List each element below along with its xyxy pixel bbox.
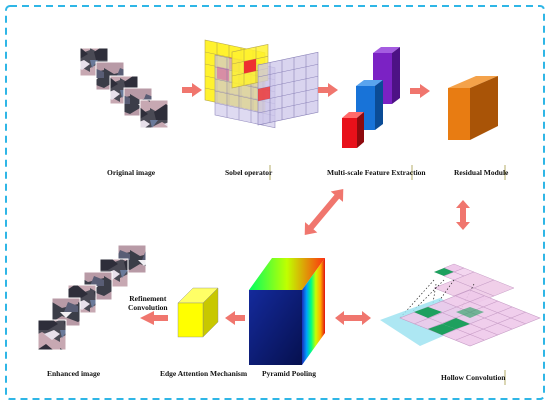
label-refinement-line2: Convolution <box>128 303 168 312</box>
label-original-image: Original image <box>107 168 156 177</box>
pyramid-pooling-block <box>249 258 325 365</box>
arrow-to-edge-attention <box>225 311 245 325</box>
original-image-stack <box>79 47 169 129</box>
label-edge-attention: Edge Attention Mechanism <box>160 369 248 378</box>
sobel-grids <box>204 39 319 129</box>
dashed-frame <box>5 5 545 400</box>
label-pyramid-pooling: Pyramid Pooling <box>262 369 316 378</box>
label-separators <box>269 165 506 385</box>
label-refinement-line1: Refinement <box>129 294 167 303</box>
arrow-to-multiscale <box>318 83 338 97</box>
arrow-multiscale-pyramid <box>304 189 344 235</box>
label-refinement-convolution: Refinement Convolution <box>128 294 168 312</box>
arrow-to-residual <box>410 84 430 98</box>
label-residual-module: Residual Module <box>454 168 509 177</box>
hollow-convolution <box>380 263 541 347</box>
label-enhanced-image: Enhanced image <box>47 369 101 378</box>
label-multiscale: Multi-scale Feature Extraction <box>327 168 426 177</box>
edge-attention-block <box>177 287 219 338</box>
residual-block <box>448 76 498 140</box>
arrow-pyramid-hollow <box>335 311 371 325</box>
arrow-residual-hollow <box>456 200 470 230</box>
enhanced-image-stack <box>37 244 147 351</box>
arrow-to-enhanced <box>140 311 168 325</box>
multiscale-bars <box>342 47 400 148</box>
label-hollow-convolution: Hollow Convolution <box>441 373 506 382</box>
arrow-to-sobel <box>182 83 202 97</box>
label-sobel-operator: Sobel operator <box>225 168 273 177</box>
